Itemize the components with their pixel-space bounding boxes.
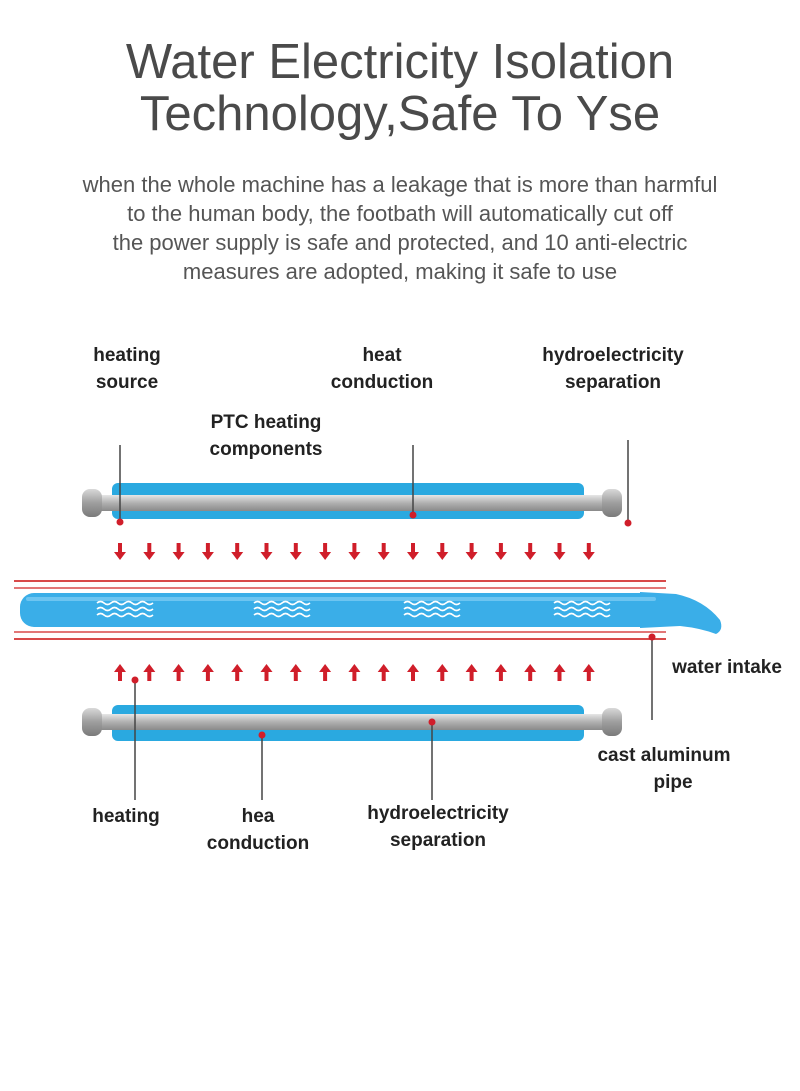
heat-flow-up-arrow-icon [553,664,566,681]
label-cast-aluminum-pipe: cast aluminum pipe [597,745,731,793]
top-heater [82,483,622,519]
leader-bottom-heating-dot [131,676,139,684]
label-top-heat-conduction: heat conduction [330,345,434,393]
bottom-heater-left-cap [82,708,102,736]
heat-flow-down-arrow-icon [582,543,595,560]
heat-flow-down-arrow-icon [201,543,214,560]
heat-flow-up-arrow-icon [407,664,419,681]
heat-flow-up-arrow-icon [172,664,185,681]
bottom-heater-right-cap [602,708,622,736]
heat-flow-up-arrow-icon [377,664,390,681]
heat-flow-down-arrow-icon [260,543,273,560]
label-ptc-components: PTC heating components [209,412,323,460]
heat-flow-up-arrow-icon [143,664,156,681]
label-bottom-hydro-separation: hydroelectricity separation [367,803,509,851]
label-bottom-heating: heating [92,806,160,827]
heat-flow-up-arrow-icon [231,664,244,681]
heat-flow-down-arrow-icon [143,543,156,560]
heat-flow-down-arrow-icon [436,543,449,560]
description-line-2: to the human body, the footbath will aut… [127,201,673,226]
water-wave-icon [253,600,311,618]
water-wave-icon [553,600,611,618]
heat-flow-down-arrow-icon [348,543,361,560]
heat-flow-down-arrow-icon [524,543,537,560]
heat-flow-down-arrow-icon [553,543,566,560]
label-top-hydro-separation: hydroelectricity separation [542,345,684,393]
heat-flow-up-arrow-icon [582,664,595,681]
heat-flow-up-arrow-icon [260,664,273,681]
heat-flow-down-arrow-icon [377,543,390,560]
heat-flow-up-arrow-icon [319,664,332,681]
water-wave-icon [96,600,154,618]
leader-heating-source-dot [116,518,124,526]
heat-flow-down-arrow-icon [494,543,507,560]
heat-flow-down-arrow-icon [231,543,244,560]
heat-flow-up-arrows [114,664,595,681]
heat-flow-up-arrow-icon [348,664,361,681]
heat-flow-up-arrow-icon [201,664,214,681]
heat-flow-up-arrow-icon [436,664,449,681]
heat-flow-up-arrow-icon [465,664,478,681]
label-bottom-hea-conduction: hea conduction [206,806,310,854]
description-line-4: measures are adopted, making it safe to … [182,259,618,284]
water-channel [20,593,664,627]
heat-flow-up-arrow-icon [524,664,537,681]
top-heater-right-cap [602,489,622,517]
heat-flow-down-arrow-icon [465,543,478,560]
leader-top-hydro-separation-dot [624,519,632,527]
leader-bottom-hydro-separation-dot [428,718,436,726]
bottom-heater-rod [96,714,606,730]
description-line-1: when the whole machine has a leakage tha… [82,172,718,197]
leader-water-intake-dot [648,633,656,641]
page-title-line-1: Water Electricity Isolation [125,35,675,89]
heat-flow-up-arrow-icon [114,664,126,681]
label-heating-source: heating source [93,345,161,393]
description: when the whole machine has a leakage tha… [0,170,800,286]
page-title-line-2: Technology,Safe To Yse [139,87,661,141]
heat-flow-down-arrows [114,543,595,560]
heat-flow-up-arrow-icon [289,664,302,681]
water-channel-highlight [26,597,656,601]
heat-flow-down-arrow-icon [172,543,185,560]
label-water-intake: water intake [672,657,782,678]
page-title: Water Electricity Isolation Technology,S… [0,36,800,140]
top-heater-rod [96,495,606,511]
leader-lines [116,440,656,800]
top-heater-left-cap [82,489,102,517]
heat-flow-down-arrow-icon [319,543,332,560]
heat-flow-down-arrow-icon [407,543,419,560]
description-line-3: the power supply is safe and protected, … [112,230,688,255]
bottom-heater [82,705,622,741]
heat-flow-down-arrow-icon [114,543,126,560]
water-pipe [14,580,722,640]
water-wave-icon [403,600,461,618]
heat-flow-up-arrow-icon [494,664,507,681]
leader-bottom-hea-conduction-dot [258,731,266,739]
heat-flow-down-arrow-icon [289,543,302,560]
leader-top-heat-conduction-dot [409,511,417,519]
